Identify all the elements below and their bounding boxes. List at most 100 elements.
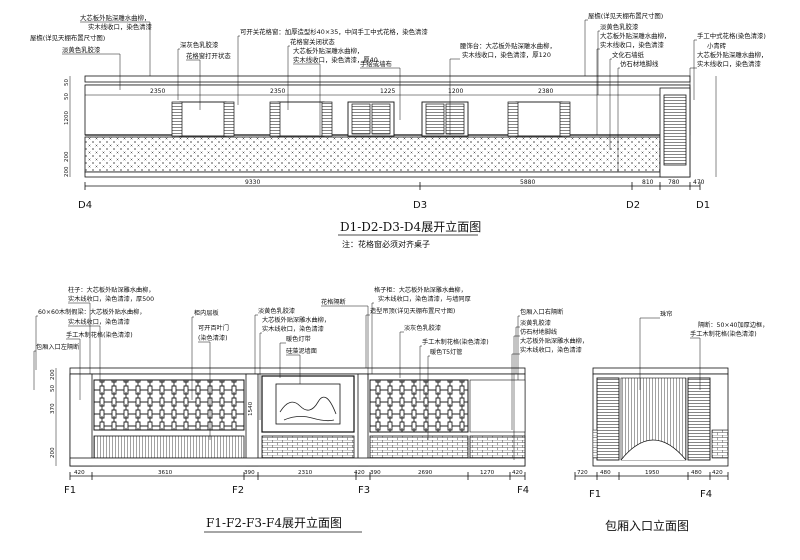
annot-top-12: 腰饰台：大芯板外贴深雕水曲柳， <box>460 41 556 50</box>
annot-f-6: 手工木制花格(染色清漆) <box>66 331 133 339</box>
annot-top-4: 淡黄色乳胶漆 <box>62 45 101 54</box>
annot-top-1: 大芯板外贴深雕水曲柳， <box>80 13 150 22</box>
right-grid-cabinet <box>369 435 469 459</box>
leader-lines-f <box>33 302 430 440</box>
end-lattice <box>663 94 687 166</box>
annot-top-14: 屋檐(详见天棚布置尺寸图) <box>588 11 663 20</box>
axis-e-f4: F4 <box>700 489 712 500</box>
dim-e-4: 480 <box>691 470 702 476</box>
dim-f-7: 2690 <box>418 470 433 476</box>
window-opening <box>179 101 227 137</box>
feature-wall-frame <box>261 375 355 433</box>
entrance-beam <box>592 367 729 375</box>
axis-d1: D1 <box>696 200 710 211</box>
annot-f-21: 暖色T5灯管 <box>430 348 462 356</box>
skirting-f <box>69 457 526 467</box>
window-shutter-right <box>559 101 571 137</box>
window-shutter-closed <box>371 103 391 135</box>
dim-bot-1: 9330 <box>245 179 260 186</box>
axis-e-f1: F1 <box>589 489 601 500</box>
dim-e-2: 480 <box>600 470 611 476</box>
annot-f-7: 柜内层板 <box>194 309 219 317</box>
annot-top-19: 仿石材地脚线 <box>620 59 659 68</box>
dim-top-3: 1225 <box>380 88 395 95</box>
dim-side-4: 200 <box>64 151 70 162</box>
left-louver-doors <box>93 435 245 459</box>
dim-f-side-5: 200 <box>50 447 56 458</box>
dim-side-3: 1200 <box>64 111 70 125</box>
annot-e-4: 大芯板外贴深雕水曲柳， <box>520 337 588 345</box>
dim-e-1: 720 <box>577 470 588 476</box>
annot-top-3: 屋檐(详见天棚布置尺寸图) <box>30 33 105 42</box>
annot-e-6: 珠帘 <box>660 310 672 318</box>
annot-e-8: 手工木制花格(染色清漆) <box>690 330 757 338</box>
dim-f-side-1: 200 <box>50 369 56 380</box>
window-shutter-left <box>171 101 183 137</box>
annot-f-1: 柱子：大芯板外贴深雕水曲柳， <box>68 286 155 294</box>
axis-d4: D4 <box>78 200 92 211</box>
dim-top-2: 2350 <box>270 88 285 95</box>
right-lattice-partition <box>369 379 469 433</box>
annot-top-2: 实木线收口，染色清漆 <box>88 22 153 31</box>
annot-f-2: 实木线收口，染色清漆，厚500 <box>68 295 154 303</box>
dim-ticks-f <box>69 472 526 480</box>
dado-stone-band <box>84 136 661 173</box>
annot-top-22: 大芯板外贴深雕水曲柳， <box>697 50 767 59</box>
dim-f-side-3: 370 <box>50 403 56 414</box>
left-column <box>69 373 93 467</box>
middle-column <box>245 373 259 467</box>
window-shutter-left <box>269 101 281 137</box>
axis-f4: F4 <box>517 485 529 496</box>
annot-f-13: 暖色灯带 <box>286 335 311 343</box>
leader-lines-top <box>62 19 697 175</box>
dim-top-5: 2380 <box>538 88 553 95</box>
annot-top-16: 大芯板外贴深雕水曲柳， <box>600 31 670 40</box>
eave-strip <box>84 75 691 83</box>
far-right-brick <box>469 435 526 459</box>
annot-f-4: 实木线收口，染色清漆 <box>68 318 130 326</box>
annot-f-20: 手工木制花格(染色清漆) <box>422 338 489 346</box>
window-shutter-right <box>321 101 333 137</box>
annot-e-7: 隔断：50×40加厚边框， <box>698 321 768 329</box>
left-lattice-cabinet <box>93 379 245 431</box>
annot-top-6: 花格窗打开状态 <box>186 51 231 60</box>
annot-f-5: 包厢入口左隔断 <box>36 343 79 351</box>
annot-top-18: 文化石墙纸 <box>612 50 645 59</box>
dim-f-8: 1270 <box>480 470 495 476</box>
feature-bench <box>261 435 355 459</box>
axis-f2: F2 <box>232 485 244 496</box>
annot-top-10: 实木线收口，染色清漆，厚40 <box>293 55 378 64</box>
dim-ticks-entrance <box>574 472 729 480</box>
axis-f1: F1 <box>64 485 76 496</box>
annot-e-2: 淡黄乳胶漆 <box>520 319 551 327</box>
title-d1-d4: D1-D2-D3-D4展开立面图 <box>340 219 481 234</box>
landscape-painting <box>279 396 337 422</box>
annot-top-13: 实木线收口，染色清漆，厚120 <box>462 50 551 59</box>
skirting <box>84 171 691 178</box>
dim-f-side-2: 50 <box>50 384 56 392</box>
dim-f-9: 420 <box>512 470 523 476</box>
dim-side-1: 50 <box>64 79 70 86</box>
dim-bot-3: 810 <box>642 179 654 186</box>
window-opening <box>277 101 325 137</box>
annot-top-5: 深灰色乳胶漆 <box>180 40 219 49</box>
dim-bot-5: 470 <box>693 179 705 186</box>
annot-f-16: 格子柜：大芯板外贴深雕水曲柳， <box>374 286 467 294</box>
dim-f-6: 390 <box>370 470 381 476</box>
feature-wall-painting <box>275 383 341 425</box>
right-column <box>357 373 369 467</box>
dim-side-5: 200 <box>64 166 70 177</box>
annot-f-11: 大芯板外贴深雕水曲柳， <box>262 316 330 324</box>
annot-f-15: 花格隔断 <box>321 298 346 306</box>
dim-f-side-4: 1540 <box>248 401 254 416</box>
ceiling-beam <box>69 367 526 375</box>
leader-lines-entrance <box>511 315 701 460</box>
annot-f-19: 淡灰色乳胶漆 <box>404 324 441 332</box>
axis-f3: F3 <box>358 485 370 496</box>
far-right-wall <box>469 379 526 433</box>
annot-f-8: 可开百叶门 <box>198 324 229 332</box>
dim-e-5: 420 <box>712 470 723 476</box>
window-opening <box>515 101 563 137</box>
dim-f-4: 2310 <box>298 470 313 476</box>
